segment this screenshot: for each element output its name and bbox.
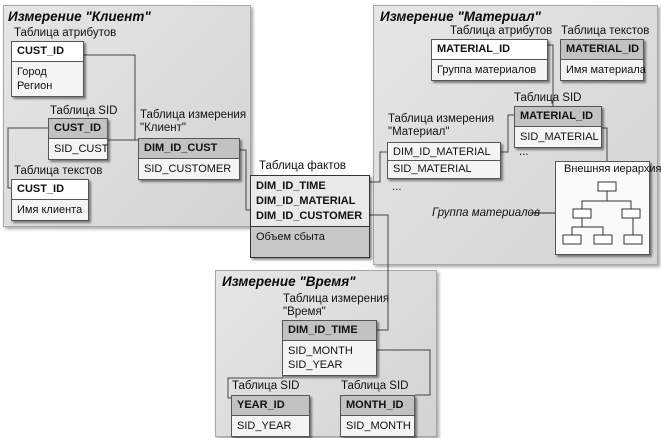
- fact-table-caption: Таблица фактов: [259, 160, 346, 172]
- connector-cust-sid: [7, 127, 48, 133]
- connector-time-fact: [369, 214, 389, 331]
- connector-mat-attr: [547, 44, 554, 110]
- fact-key: DIM_ID_MATERIAL: [251, 194, 369, 209]
- connector-cust-text: [7, 133, 12, 189]
- material-sid-field: SID_MATERIAL: [520, 131, 599, 143]
- material-ellipsis: ...: [519, 146, 529, 158]
- material-sid-table-caption: Таблица SID: [514, 92, 582, 104]
- material-text-table: MATERIAL_ID Имя материала: [560, 39, 646, 81]
- material-dimension-title: Измерение "Материал": [380, 9, 541, 24]
- customer-attr-field: Город: [17, 66, 47, 78]
- customer-text-field: Имя клиента: [17, 204, 83, 216]
- material-text-key: MATERIAL_ID: [561, 40, 643, 60]
- customer-attr-table-caption: Таблица атрибутов: [14, 27, 117, 39]
- customer-sid-table-caption: Таблица SID: [50, 105, 118, 117]
- fact-key: DIM_ID_CUSTOMER: [251, 209, 369, 224]
- time-sid-month-caption: Таблица SID: [341, 380, 409, 392]
- time-sid-year-field: SID_YEAR: [237, 420, 292, 432]
- time-sid-month-table: MONTH_ID SID_MONTH: [340, 395, 415, 437]
- customer-attr-field: Регион: [17, 80, 53, 92]
- material-dim-table: DIM_ID_MATERIAL SID_MATERIAL: [387, 142, 501, 179]
- time-sid-year-key: YEAR_ID: [232, 396, 309, 416]
- customer-sid-key: CUST_ID: [49, 119, 107, 139]
- time-dim-field: SID_YEAR: [288, 359, 343, 371]
- time-dim-table: DIM_ID_TIME SID_MONTH SID_YEAR: [282, 320, 377, 376]
- material-dim-table-caption: Таблица измерения "Материал": [388, 113, 495, 138]
- hierarchy-node: [593, 234, 613, 245]
- connector-mat-hier: [601, 127, 608, 162]
- customer-sid-field: SID_CUST: [54, 143, 109, 155]
- connector-cust-attr: [84, 54, 136, 140]
- connector-cust-fact: [239, 149, 250, 211]
- hierarchy-node: [623, 234, 643, 245]
- customer-dim-table: DIM_ID_CUST SID_CUSTOMER: [138, 138, 240, 180]
- time-dim-key: DIM_ID_TIME: [283, 321, 376, 341]
- hierarchy-node: [572, 208, 592, 219]
- material-sid-key: MATERIAL_ID: [515, 107, 601, 127]
- customer-dim-key: DIM_ID_CUST: [139, 139, 239, 159]
- time-sid-month-key: MONTH_ID: [341, 396, 414, 416]
- material-attr-table: MATERIAL_ID Группа материалов: [431, 39, 548, 81]
- time-dimension-title: Измерение "Время": [222, 274, 356, 289]
- hierarchy-edge: [571, 218, 583, 235]
- material-dim-key: DIM_ID_MATERIAL: [388, 145, 500, 161]
- material-sid-table: MATERIAL_ID SID_MATERIAL: [514, 106, 602, 148]
- customer-dimension-title: Измерение "Клиент": [8, 9, 151, 24]
- hierarchy-edge: [631, 217, 634, 235]
- connector-time-month: [376, 349, 431, 396]
- fact-key: DIM_ID_TIME: [251, 179, 369, 194]
- hierarchy-edge: [581, 191, 608, 209]
- customer-attr-table: CUST_ID Город Регион: [11, 41, 84, 97]
- customer-text-table-caption: Таблица текстов: [14, 165, 103, 177]
- fact-table: DIM_ID_TIME DIM_ID_MATERIAL DIM_ID_CUSTO…: [250, 175, 370, 258]
- connector-mat-sid: [500, 114, 514, 153]
- connector-mat-fact: [369, 151, 387, 183]
- customer-attr-key: CUST_ID: [12, 42, 83, 62]
- fact-ellipsis: ...: [392, 181, 402, 193]
- material-text-field: Имя материала: [566, 64, 646, 76]
- hierarchy-annotation: Группа материалов: [432, 207, 540, 219]
- material-dim-field: SID_MATERIAL: [393, 163, 472, 175]
- customer-sid-table: CUST_ID SID_CUST: [48, 118, 108, 160]
- customer-dim-field: SID_CUSTOMER: [144, 163, 232, 175]
- hierarchy-edge: [607, 200, 632, 209]
- customer-dim-table-caption: Таблица измерения "Клиент": [140, 109, 247, 134]
- time-dim-field: SID_MONTH: [288, 345, 353, 357]
- hierarchy-node: [621, 208, 641, 219]
- material-text-table-caption: Таблица текстов: [561, 25, 650, 37]
- time-dim-table-caption: Таблица измерения "Время": [283, 293, 390, 318]
- material-attr-table-caption: Таблица атрибутов: [450, 25, 553, 37]
- customer-text-table: CUST_ID Имя клиента: [11, 179, 89, 221]
- external-hierarchy-caption: Внешняя иерархия: [564, 163, 661, 175]
- fact-measure: Объем сбыта: [256, 231, 325, 243]
- time-sid-year-table: YEAR_ID SID_YEAR: [231, 395, 310, 437]
- time-sid-month-field: SID_MONTH: [346, 420, 411, 432]
- hierarchy-node: [597, 181, 617, 192]
- customer-text-key: CUST_ID: [12, 180, 88, 200]
- material-attr-key: MATERIAL_ID: [432, 40, 547, 60]
- hierarchy-edge: [582, 226, 604, 235]
- time-sid-year-caption: Таблица SID: [232, 380, 300, 392]
- hierarchy-node: [562, 234, 582, 245]
- material-attr-field: Группа материалов: [437, 64, 537, 76]
